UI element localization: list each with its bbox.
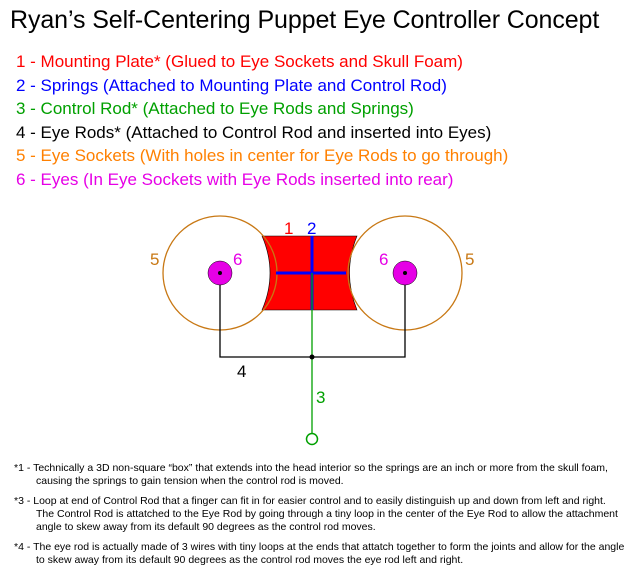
legend-item-eyes: 6 - Eyes (In Eye Sockets with Eye Rods i…	[16, 169, 454, 189]
diagram-title: Ryan’s Self-Centering Puppet Eye Control…	[10, 6, 600, 34]
footnote-3: *3 - Loop at end of Control Rod that a f…	[14, 495, 618, 533]
label-control-rod: 3	[316, 388, 325, 407]
label-eye-socket-left: 5	[150, 250, 159, 269]
label-springs: 2	[307, 219, 316, 238]
eye-rod-end-left	[218, 271, 222, 275]
legend-item-eye-rods: 4 - Eye Rods* (Attached to Control Rod a…	[16, 122, 492, 142]
legend-item-springs: 2 - Springs (Attached to Mounting Plate …	[16, 75, 447, 95]
footnote-1: *1 - Technically a 3D non-square “box” t…	[14, 462, 608, 487]
legend-item-eye-sockets: 5 - Eye Sockets (With holes in center fo…	[16, 146, 509, 165]
legend-item-mounting-plate: 1 - Mounting Plate* (Glued to Eye Socket…	[16, 52, 463, 71]
eye-rod-joint	[309, 354, 315, 360]
footnotes: *1 - Technically a 3D non-square “box” t…	[14, 462, 626, 574]
label-eye-rods: 4	[237, 362, 246, 381]
eye-rod-end-right	[403, 271, 407, 275]
control-rod-loop	[305, 432, 319, 446]
footnote-4: *4 - The eye rod is actually made of 3 w…	[14, 541, 625, 566]
label-eye-right: 6	[379, 250, 388, 269]
legend: 1 - Mounting Plate* (Glued to Eye Socket…	[16, 50, 508, 191]
label-eye-socket-right: 5	[465, 250, 474, 269]
legend-item-control-rod: 3 - Control Rod* (Attached to Eye Rods a…	[16, 99, 414, 118]
label-eye-left: 6	[233, 250, 242, 269]
label-mounting-plate: 1	[284, 219, 293, 238]
eye-controller-diagram: 1 2 5 6 6 5 4 3	[150, 215, 474, 446]
